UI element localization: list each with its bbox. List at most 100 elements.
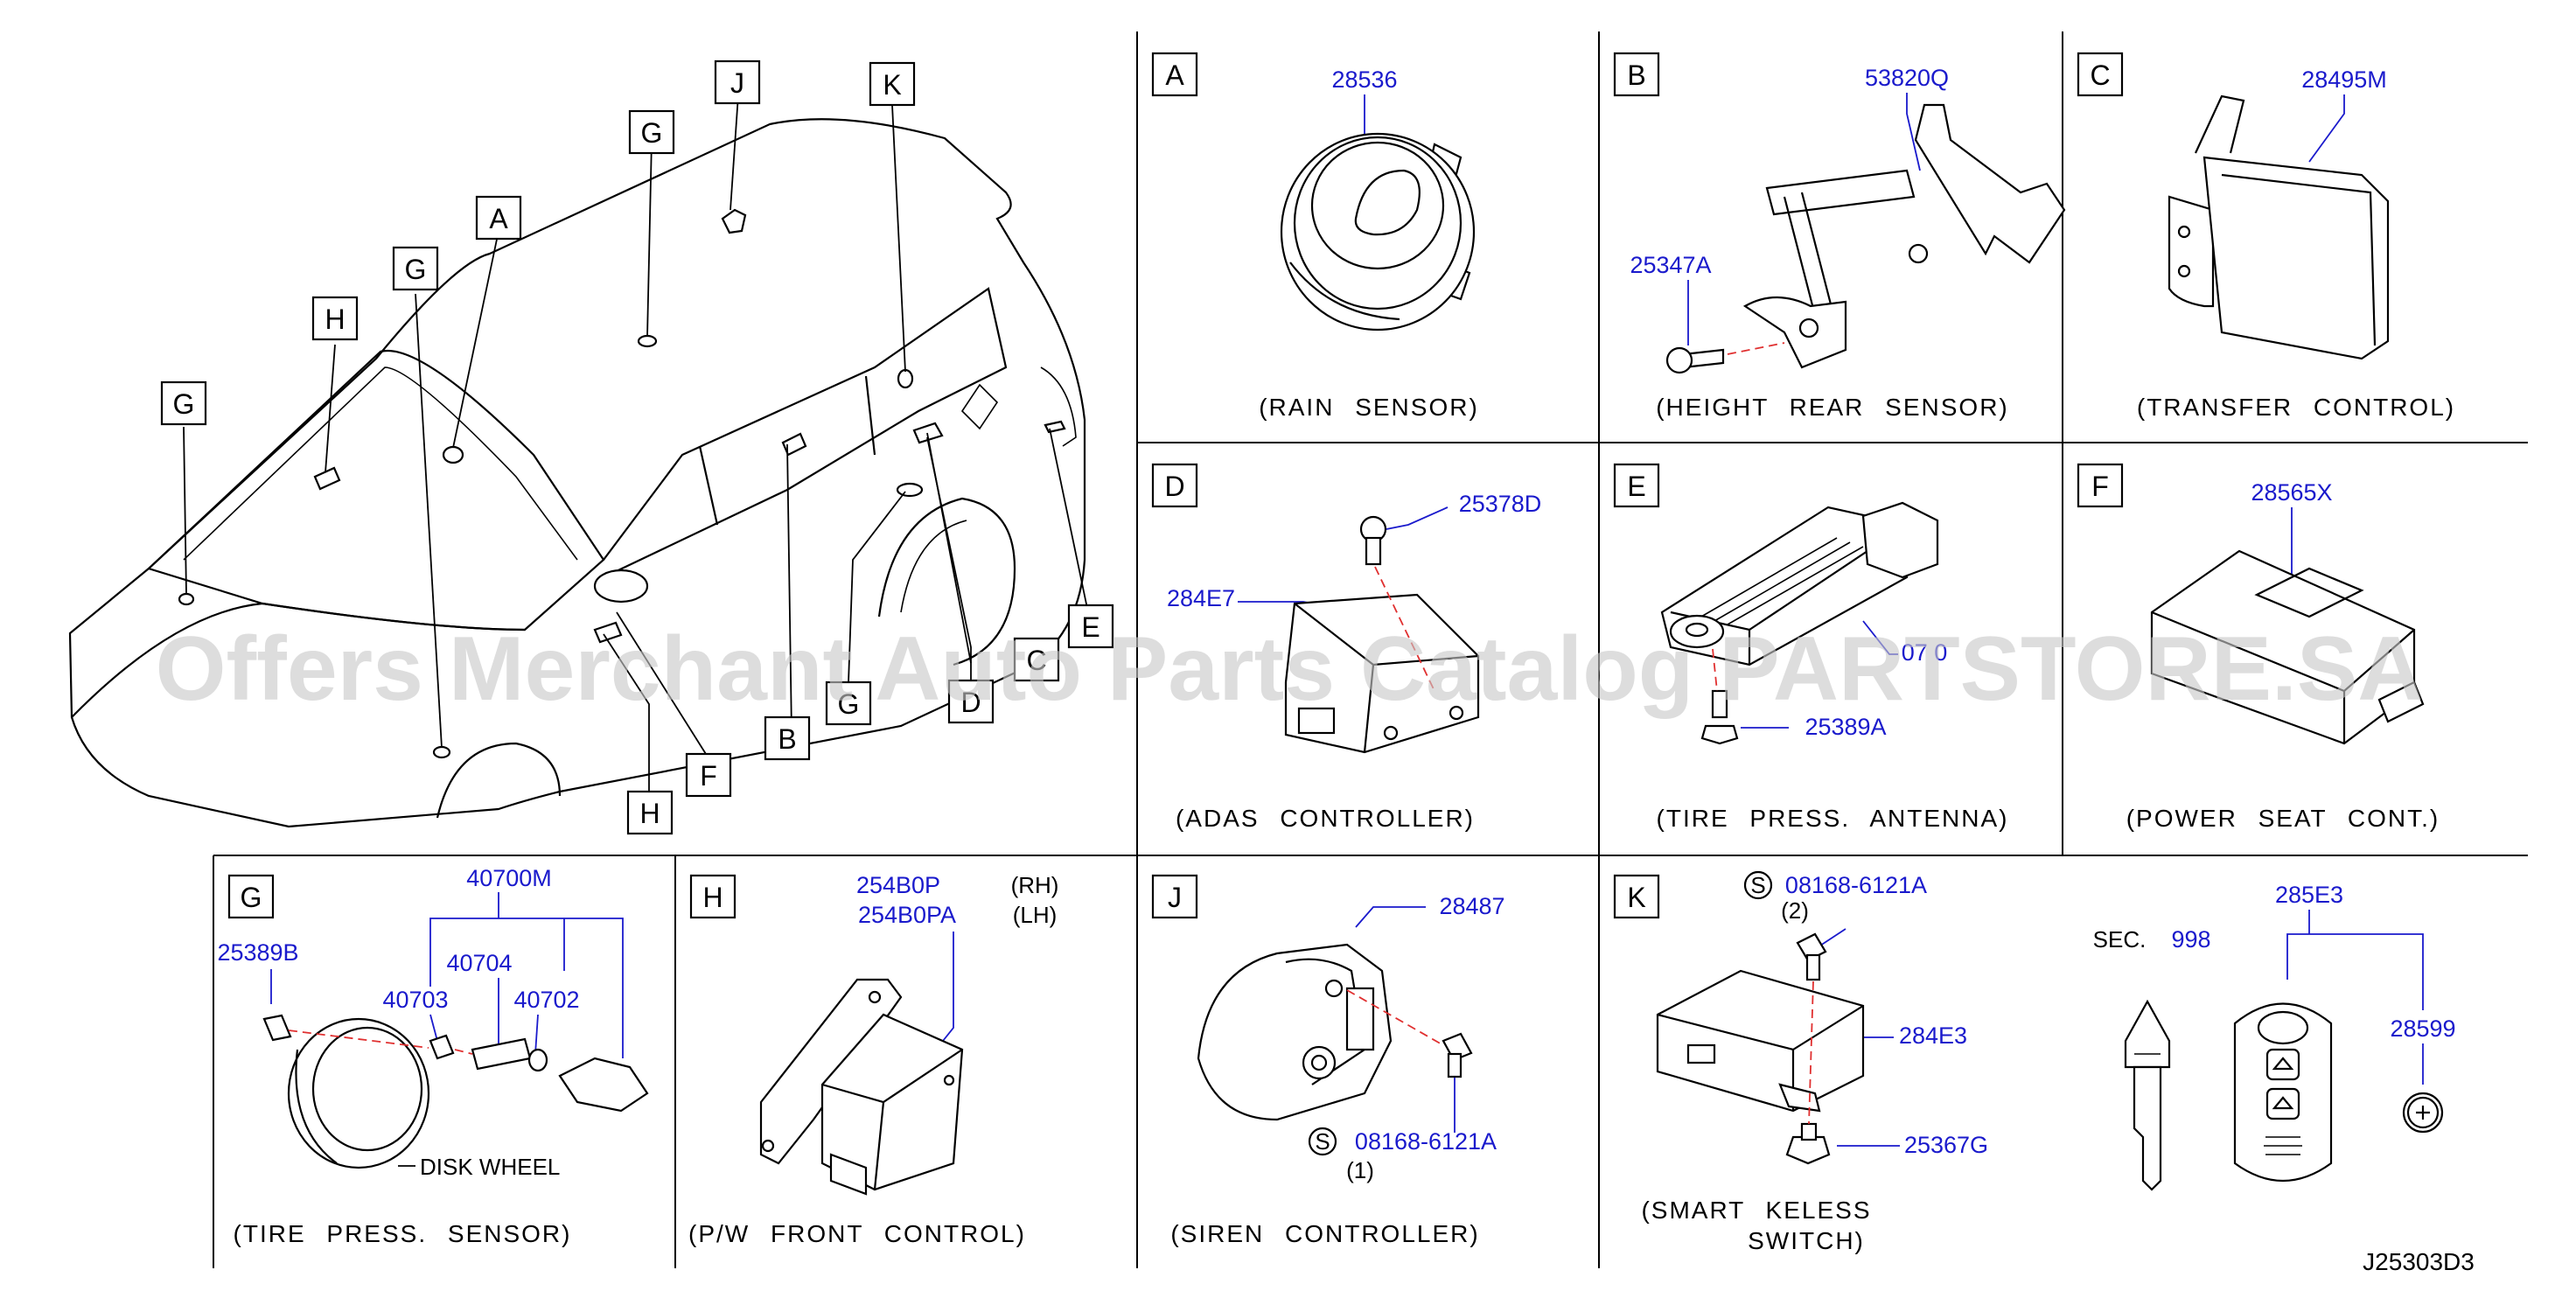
part-53820Q[interactable]: 53820Q	[1865, 65, 1949, 91]
callout-c: C	[1026, 645, 1046, 676]
rain-sensor-drawing	[1280, 132, 1476, 331]
panel-j-letter: J	[1168, 882, 1182, 913]
qty-k: (2)	[1781, 897, 1809, 924]
part-25378D[interactable]: 25378D	[1459, 491, 1542, 517]
side-lh: (LH)	[1013, 902, 1058, 928]
callout-g1-box[interactable]: G	[160, 380, 207, 426]
part-284E3[interactable]: 284E3	[1899, 1022, 1967, 1049]
part-284E7[interactable]: 284E7	[1167, 585, 1235, 611]
callout-b-box[interactable]: B	[764, 715, 811, 761]
callout-j: J	[730, 67, 744, 99]
panel-k: K S 08168-6121A (2) 284E3 25367G (SMART …	[1613, 870, 1988, 1254]
part-28495M[interactable]: 28495M	[2301, 66, 2387, 93]
callout-j-box[interactable]: J	[714, 59, 761, 105]
caption-smart-keyless-line2: SWITCH)	[1748, 1227, 1865, 1254]
label-sec: SEC.	[2093, 926, 2147, 953]
intelligent-key-drawing	[2233, 1002, 2333, 1183]
adas-controller-drawing	[1284, 515, 1480, 754]
pw-front-control-drawing	[759, 978, 964, 1196]
callout-b: B	[778, 723, 796, 755]
ref-998[interactable]: 998	[2171, 926, 2210, 953]
callout-k: K	[883, 69, 901, 101]
callout-h2-box[interactable]: H	[626, 790, 674, 835]
part-28536[interactable]: 28536	[1331, 66, 1397, 93]
caption-power-seat-cont: (POWER SEAT CONT.)	[2126, 805, 2440, 832]
callout-g-wheel: G	[405, 254, 427, 285]
callout-h-lower: H	[639, 798, 660, 829]
part-08168-6121A-k[interactable]: 08168-6121A	[1785, 872, 1927, 898]
part-254B0P[interactable]: 254B0P	[856, 872, 940, 898]
part-40703[interactable]: 40703	[382, 987, 448, 1013]
height-sensor-drawing	[1665, 103, 2066, 374]
mechanical-key-drawing	[2124, 999, 2171, 1191]
part-28565X[interactable]: 28565X	[2251, 479, 2332, 506]
part-08168-6121A-j[interactable]: 08168-6121A	[1355, 1128, 1497, 1155]
panel-c: C 28495M (TRANSFER CONTROL)	[2077, 52, 2455, 421]
part-40700M[interactable]: 40700M	[466, 865, 552, 891]
panel-grid	[213, 31, 2528, 1268]
callout-h-upper: H	[325, 304, 345, 335]
panel-f-letter: F	[2091, 471, 2109, 502]
callout-a: A	[489, 203, 508, 234]
panel-k-letter: K	[1627, 882, 1645, 913]
panel-c-letter: C	[2090, 59, 2110, 91]
panel-a: A 28536 (RAIN SENSOR)	[1151, 52, 1479, 421]
part-28599[interactable]: 28599	[2390, 1015, 2455, 1042]
caption-siren-controller: (SIREN CONTROLLER)	[1170, 1220, 1479, 1247]
caption-smart-keyless-line1: (SMART KELESS	[1641, 1197, 1871, 1224]
callout-g4-box[interactable]: G	[825, 680, 872, 726]
panel-e-letter: E	[1627, 471, 1645, 502]
panel-g-letter: G	[241, 882, 262, 913]
part-25389A[interactable]: 25389A	[1805, 714, 1886, 740]
part-07-0[interactable]: 07 0	[1902, 639, 1948, 666]
caption-adas-controller: (ADAS CONTROLLER)	[1176, 805, 1475, 832]
caption-pw-front-control: (P/W FRONT CONTROL)	[688, 1220, 1026, 1247]
part-40704[interactable]: 40704	[446, 950, 512, 976]
panel-g: G 40700M 25389B 40704 40703 40702 DISK W…	[217, 865, 649, 1247]
panel-j: J 28487 S 08168-6121A (1) (SIREN CONTROL…	[1151, 874, 1505, 1247]
part-25389B[interactable]: 25389B	[217, 939, 298, 966]
callout-g-front: G	[173, 388, 195, 420]
tire-press-sensor-drawing	[262, 1014, 649, 1169]
overview-callouts: A B C D E F G G G G H H J K	[160, 59, 1114, 835]
watermark: Offers Merchant Auto Parts Catalog PARTS…	[156, 618, 2424, 720]
part-28487[interactable]: 28487	[1439, 893, 1504, 919]
panel-h: H 254B0P (RH) 254B0PA (LH) (P/W FRONT CO…	[688, 872, 1058, 1247]
callout-g-roof: G	[641, 117, 663, 149]
callout-k-box[interactable]: K	[869, 61, 916, 107]
callout-g2-box[interactable]: G	[392, 246, 439, 291]
label-disk-wheel: DISK WHEEL	[420, 1154, 560, 1180]
part-285E3[interactable]: 285E3	[2275, 882, 2343, 908]
panel-d: D 25378D 284E7 (ADAS CONTROLLER)	[1151, 463, 1542, 832]
panel-b: B 53820Q 25347A (HEIGHT REAR SENSOR)	[1613, 52, 2066, 421]
part-254B0PA[interactable]: 254B0PA	[858, 902, 956, 928]
panel-l: SEC. 998 285E3 28599	[2093, 882, 2456, 1191]
side-rh: (RH)	[1011, 872, 1059, 898]
diagram-code: J25303D3	[2363, 1248, 2475, 1275]
panel-h-letter: H	[702, 882, 723, 913]
battery-drawing	[2402, 1092, 2444, 1134]
part-25347A[interactable]: 25347A	[1630, 252, 1711, 278]
panel-b-letter: B	[1627, 59, 1645, 91]
callout-c-box[interactable]: C	[1013, 637, 1060, 682]
panel-a-letter: A	[1165, 59, 1184, 91]
callout-d: D	[960, 687, 981, 718]
callout-d-box[interactable]: D	[947, 679, 995, 724]
s-mark-k: S	[1750, 872, 1765, 898]
callout-f: F	[700, 760, 717, 792]
panel-d-letter: D	[1164, 471, 1184, 502]
caption-rain-sensor: (RAIN SENSOR)	[1259, 394, 1479, 421]
part-25367G[interactable]: 25367G	[1904, 1132, 1988, 1158]
callout-g3-box[interactable]: G	[628, 109, 675, 155]
caption-transfer-control: (TRANSFER CONTROL)	[2137, 394, 2455, 421]
siren-controller-drawing	[1197, 943, 1473, 1121]
part-40702[interactable]: 40702	[513, 987, 579, 1013]
callout-a-box[interactable]: A	[475, 195, 522, 241]
callout-h1-box[interactable]: H	[311, 296, 359, 341]
caption-tire-press-sensor: (TIRE PRESS. SENSOR)	[234, 1220, 572, 1247]
callout-f-box[interactable]: F	[685, 752, 732, 798]
s-mark-j: S	[1315, 1128, 1330, 1155]
callout-e-box[interactable]: E	[1067, 604, 1114, 649]
callout-g-rear: G	[838, 688, 860, 720]
